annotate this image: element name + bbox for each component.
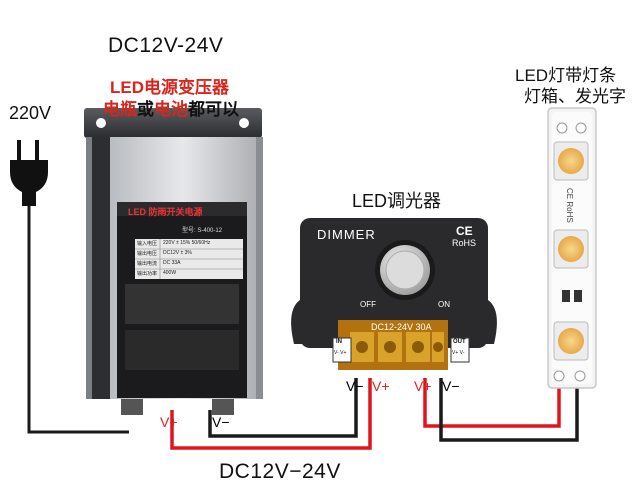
dimmer-off-label: OFF: [360, 300, 376, 309]
power-description-line1: LED电源变压器: [110, 78, 229, 97]
power-description-line2: 电瓶或电池都可以: [103, 100, 239, 119]
strip-title-line1: LED灯带灯条: [515, 66, 617, 85]
led-strip: [547, 107, 597, 389]
dimmer-title: LED调光器: [352, 191, 442, 211]
psu-spec-value-1: DC12V ± 3%: [163, 250, 192, 256]
wire-psu-negative: [208, 378, 358, 438]
dimmer-brand: DIMMER: [317, 227, 376, 242]
dimmer-out-positive: V+: [414, 378, 432, 394]
dimmer-in-positive: V+: [372, 378, 390, 394]
wire-dimmer-out-positive: [423, 378, 561, 428]
dimmer-rohs-mark: RoHS: [452, 238, 477, 248]
mains-plug: [10, 140, 129, 434]
psu-spec-value-3: 400W: [163, 270, 177, 276]
dimmer-in-sub: V- V+: [334, 350, 347, 356]
psu-model: 型号: S-400-12: [182, 228, 223, 234]
power-voltage-heading: DC12V-24V: [108, 34, 224, 57]
psu-spec-key-1: 输出电压: [137, 251, 158, 257]
mains-voltage-label: 220V: [9, 103, 52, 123]
power-supply-unit: [84, 108, 263, 415]
psu-spec-key-3: 输出功率: [137, 271, 158, 277]
dimmer-out-negative: V−: [442, 378, 460, 394]
wire-psu-positive: [170, 378, 372, 450]
dimmer-in-negative: V−: [346, 378, 364, 394]
dimmer-on-label: ON: [438, 300, 450, 309]
dimmer-out-label: OUT: [453, 339, 466, 345]
psu-spec-key-2: 输出电流: [137, 261, 158, 267]
dimmer-ce-mark: CE: [456, 224, 473, 238]
psu-spec-key-0: 输入电压: [137, 241, 158, 247]
dimmer-unit: [291, 218, 497, 370]
dimmer-rating: DC12-24V 30A: [371, 322, 432, 332]
psu-spec-value-2: DC 33A: [163, 260, 181, 266]
psu-spec-value-0: 220V ± 15% 50/60Hz: [163, 240, 211, 246]
dimmer-out-sub: V+ V-: [452, 350, 465, 356]
psu-terminal-negative: V−: [212, 414, 230, 430]
strip-title-line2: 灯箱、发光字: [524, 87, 626, 106]
psu-brand-label: LED 防雨开关电源: [128, 207, 203, 217]
psu-terminal-positive: V+: [160, 414, 178, 430]
strip-cert-mark: CE RoHS: [565, 188, 574, 223]
dimmer-in-label: IN: [336, 339, 342, 345]
wire-dimmer-out-negative: [439, 378, 579, 442]
bottom-voltage-label: DC12V−24V: [219, 460, 341, 483]
